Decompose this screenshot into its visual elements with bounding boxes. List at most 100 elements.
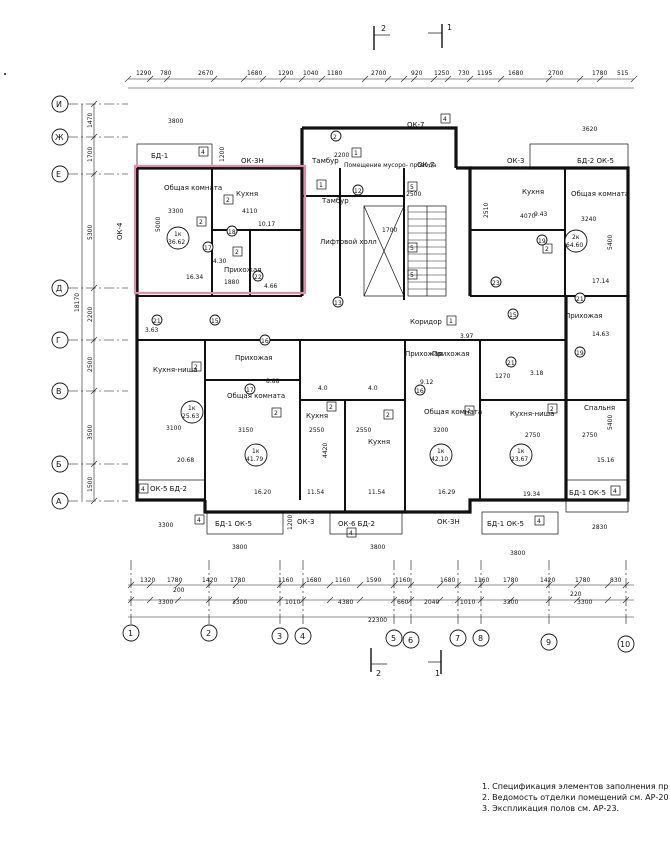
dim-text: 1040 (303, 70, 318, 77)
dim-text: 2500 (87, 357, 94, 372)
round-tag: 15 (507, 308, 519, 320)
svg-text:Кухня: Кухня (522, 188, 544, 196)
svg-text:2: 2 (235, 249, 239, 256)
svg-text:5: 5 (410, 245, 414, 252)
svg-text:16.29: 16.29 (438, 489, 455, 496)
svg-text:3100: 3100 (166, 425, 181, 432)
dim-tick (545, 581, 553, 589)
round-tag: 23 (490, 276, 502, 288)
dim-tick (573, 596, 581, 604)
svg-text:1320: 1320 (140, 577, 155, 584)
dim-tick (410, 75, 418, 83)
svg-text:23.67: 23.67 (511, 456, 528, 463)
dim-tick (279, 75, 287, 83)
svg-text:Тамбур: Тамбур (311, 157, 339, 165)
dim-tick (430, 75, 438, 83)
svg-text:41.79: 41.79 (246, 456, 263, 463)
round-tag: 12 (352, 184, 364, 196)
dim-tick (318, 75, 326, 83)
svg-text:3.18: 3.18 (530, 370, 544, 377)
svg-text:9: 9 (546, 638, 551, 647)
svg-text:3800: 3800 (168, 118, 183, 125)
square-tag: 2 (547, 403, 558, 414)
dim-tick (596, 75, 604, 83)
axis-bubble-row-Г: Г (51, 331, 69, 349)
square-tag: 2 (383, 409, 394, 420)
dim-tick (232, 596, 240, 604)
svg-text:25.63: 25.63 (182, 413, 199, 420)
room-areas: 16.34 10.17 4.30 4.66 3.63 9.43 17.14 14… (145, 211, 614, 498)
svg-text:16.34: 16.34 (186, 274, 203, 281)
top-dimension-line: 1290 780 2670 1680 1290 1040 1180 2700 9… (124, 70, 638, 89)
svg-text:22: 22 (254, 274, 262, 281)
dim-tick (298, 75, 306, 83)
svg-text:3300: 3300 (503, 599, 518, 606)
svg-text:3300: 3300 (577, 599, 592, 606)
svg-text:10.17: 10.17 (258, 221, 275, 228)
svg-text:2: 2 (194, 364, 198, 371)
svg-text:БД-1: БД-1 (151, 152, 168, 160)
svg-text:Общая комната: Общая комната (164, 184, 222, 192)
svg-text:2040: 2040 (424, 599, 439, 606)
square-tag: 2 (542, 243, 553, 254)
round-tag: 21 (505, 356, 517, 368)
dim-tick (299, 581, 307, 589)
svg-text:19: 19 (576, 350, 584, 357)
svg-text:ОК-6 БД-2: ОК-6 БД-2 (338, 520, 375, 528)
axis-bubble-col-7: 7 (449, 629, 467, 647)
round-tag: 17 (244, 383, 256, 395)
svg-text:4.0: 4.0 (368, 385, 378, 392)
svg-text:Общая комната: Общая комната (571, 190, 629, 198)
svg-text:ОК-3: ОК-3 (297, 518, 314, 526)
svg-text:3.63: 3.63 (145, 327, 159, 334)
svg-text:БД-1 ОК-5: БД-1 ОК-5 (487, 520, 524, 528)
svg-text:5000: 5000 (155, 217, 162, 232)
svg-text:Прихожая: Прихожая (432, 350, 470, 358)
svg-text:1680: 1680 (306, 577, 321, 584)
dim-tick (174, 581, 182, 589)
svg-text:1к: 1к (252, 448, 260, 455)
svg-text:Прихожая: Прихожая (565, 312, 603, 320)
square-tag: 4 (198, 146, 209, 157)
svg-text:21: 21 (507, 360, 515, 367)
axis-bubble-col-4: 4 (294, 627, 312, 645)
dim-tick (146, 596, 154, 604)
dim-tick (232, 581, 240, 589)
section-mark-label: 1 (447, 23, 452, 32)
inner-walls (137, 168, 628, 512)
dim-text: 1290 (278, 70, 293, 77)
axis-bubble-row-Ж: Ж (51, 128, 69, 146)
svg-text:1010: 1010 (460, 599, 475, 606)
svg-text:1к: 1к (437, 448, 445, 455)
dim-text: 18170 (74, 293, 81, 312)
axis-bubble-row-А: А (51, 492, 69, 510)
axis-bubble-col-6: 6 (402, 631, 420, 649)
svg-text:Г: Г (56, 336, 61, 345)
dim-tick (622, 596, 630, 604)
svg-text:3300: 3300 (158, 522, 173, 529)
svg-text:4110: 4110 (242, 208, 257, 215)
square-tag: 4 (440, 113, 451, 124)
room-labels: Общая комната Кухня Прихожая Тамбур Поме… (153, 157, 629, 446)
dim-tick (576, 75, 584, 83)
svg-text:Кухня: Кухня (368, 438, 390, 446)
svg-text:1420: 1420 (540, 577, 555, 584)
dim-text: 1780 (592, 70, 607, 77)
dim-text: 515 (617, 70, 629, 77)
svg-text:1200: 1200 (219, 147, 226, 162)
svg-text:В: В (56, 387, 62, 396)
svg-text:17.14: 17.14 (592, 278, 609, 285)
dim-text: 2670 (198, 70, 213, 77)
dim-tick (276, 596, 284, 604)
svg-text:1420: 1420 (202, 577, 217, 584)
svg-text:Кухня-ниша: Кухня-ниша (510, 410, 554, 418)
svg-text:ОК-3Н: ОК-3Н (437, 518, 460, 526)
svg-text:2: 2 (274, 410, 278, 417)
axis-bubble-col-2: 2 (200, 624, 218, 642)
svg-text:16: 16 (261, 338, 269, 345)
left-dimension-line: 1470 1700 5300 2200 18170 2500 3500 1500 (74, 100, 98, 505)
svg-text:10: 10 (620, 640, 630, 649)
svg-text:5400: 5400 (607, 415, 614, 430)
svg-text:19: 19 (538, 238, 546, 245)
